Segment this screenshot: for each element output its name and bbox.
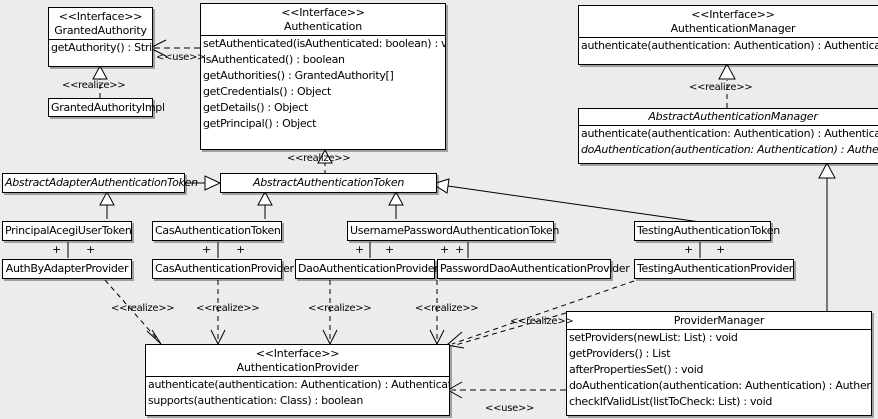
operation: setAuthenticated(isAuthenticated: boolea…: [203, 37, 445, 50]
edge-label-realize-abstract-authentication-manager: <<realize>>: [689, 82, 753, 93]
operation: supports(authentication: Class) : boolea…: [148, 394, 364, 407]
class-box-cas-authentication-token[interactable]: CasAuthenticationToken: [152, 221, 282, 241]
operations-compartment: authenticate(authentication: Authenticat…: [146, 376, 449, 409]
operation: authenticate(authentication: Authenticat…: [148, 378, 449, 391]
association-marker-plus: +: [52, 243, 62, 256]
class-box-abstract-authentication-manager[interactable]: AbstractAuthenticationManager authentica…: [578, 108, 878, 164]
class-box-authentication-manager[interactable]: <<Interface>> AuthenticationManager auth…: [578, 5, 878, 65]
class-header: <<Interface>> AuthenticationProvider: [146, 345, 449, 376]
association-marker-plus: +: [355, 243, 365, 256]
operation: authenticate(authentication: Authenticat…: [581, 127, 878, 140]
operation: doAuthentication(authentication: Authent…: [581, 143, 878, 156]
operation: getAuthority() : String: [51, 41, 152, 54]
class-header: AbstractAuthenticationManager: [579, 109, 878, 125]
operation: setProviders(newList: List) : void: [569, 331, 738, 344]
class-box-testing-authentication-provider[interactable]: TestingAuthenticationProvider: [634, 259, 794, 279]
operation: getAuthorities() : GrantedAuthority[]: [203, 69, 394, 82]
operation: getDetails() : Object: [203, 101, 309, 114]
class-header: <<Interface>> GrantedAuthority: [49, 8, 152, 39]
class-stereotype: <<Interface>>: [281, 6, 365, 19]
class-box-password-dao-authentication-provider[interactable]: PasswordDaoAuthenticationProvider: [437, 259, 630, 279]
edge-label-realize-abstract-authentication-token: <<realize>>: [287, 153, 351, 164]
operation: getPrincipal() : Object: [203, 117, 317, 130]
association-marker-plus: +: [684, 243, 694, 256]
operation: afterPropertiesSet() : void: [569, 363, 704, 376]
class-stereotype: <<Interface>>: [691, 8, 775, 21]
operation: checkIfValidList(listToCheck: List) : vo…: [569, 395, 773, 408]
class-name: PasswordDaoAuthenticationProvider: [440, 262, 630, 275]
class-box-cas-authentication-provider[interactable]: CasAuthenticationProvider: [152, 259, 294, 279]
class-name: AbstractAuthenticationToken: [252, 176, 405, 189]
edge-label-realize-password-dao-authentication-provider: <<realize>>: [415, 303, 479, 314]
class-name: PrincipalAcegiUserToken: [5, 224, 132, 237]
class-stereotype: <<Interface>>: [255, 347, 340, 360]
association-marker-plus: +: [716, 243, 726, 256]
class-name: TestingAuthenticationProvider: [637, 262, 794, 275]
class-box-authentication-provider[interactable]: <<Interface>> AuthenticationProvider aut…: [145, 344, 450, 416]
operations-compartment: setAuthenticated(isAuthenticated: boolea…: [201, 35, 445, 132]
operation: isAuthenticated() : boolean: [203, 53, 345, 66]
class-box-principal-acegi-user-token[interactable]: PrincipalAcegiUserToken: [2, 221, 132, 241]
class-name: AuthByAdapterProvider: [5, 262, 129, 275]
operation: authenticate(authentication: Authenticat…: [581, 39, 878, 52]
association-marker-plus: +: [455, 243, 465, 256]
class-name: CasAuthenticationToken: [155, 224, 281, 237]
operations-compartment: setProviders(newList: List) : void getPr…: [567, 329, 871, 410]
edge-label-realize-cas-authentication-provider: <<realize>>: [196, 303, 260, 314]
class-name: AuthenticationManager: [670, 22, 796, 35]
association-marker-plus: +: [440, 243, 450, 256]
class-box-username-password-authentication-token[interactable]: UsernamePasswordAuthenticationToken: [347, 221, 560, 241]
edge-label-use-provider-manager: <<use>>: [485, 403, 535, 414]
class-stereotype: <<Interface>>: [58, 10, 143, 23]
class-name: GrantedAuthorityImpl: [51, 101, 165, 114]
class-header: ProviderManager: [567, 312, 871, 329]
class-box-granted-authority-impl[interactable]: GrantedAuthorityImpl: [48, 98, 165, 117]
operations-compartment: authenticate(authentication: Authenticat…: [579, 125, 878, 158]
operation: doAuthentication(authentication: Authent…: [569, 379, 871, 392]
class-name: TestingAuthenticationToken: [637, 224, 780, 237]
class-box-testing-authentication-token[interactable]: TestingAuthenticationToken: [634, 221, 780, 241]
class-name: DaoAuthenticationProvider: [298, 262, 439, 275]
edge-label-realize-dao-authentication-provider: <<realize>>: [308, 303, 372, 314]
class-box-authentication[interactable]: <<Interface>> Authentication setAuthenti…: [200, 3, 446, 150]
association-marker-plus: +: [202, 243, 212, 256]
edge-label-realize-provider-manager: <<realize>>: [510, 316, 574, 327]
class-header: <<Interface>> AuthenticationManager: [579, 6, 878, 37]
edge-label-use-granted-authority: <<use>>: [156, 52, 206, 63]
class-box-dao-authentication-provider[interactable]: DaoAuthenticationProvider: [295, 259, 439, 279]
operations-compartment: authenticate(authentication: Authenticat…: [579, 37, 878, 54]
class-name: GrantedAuthority: [54, 24, 147, 37]
class-name: CasAuthenticationProvider: [155, 262, 294, 275]
class-name: UsernamePasswordAuthenticationToken: [350, 224, 560, 237]
edge-label-realize-granted-authority-impl: <<realize>>: [62, 80, 126, 91]
association-marker-plus: +: [236, 243, 246, 256]
operation: getCredentials() : Object: [203, 85, 332, 98]
class-box-auth-by-adapter-provider[interactable]: AuthByAdapterProvider: [2, 259, 132, 279]
operations-compartment: getAuthority() : String: [49, 39, 152, 56]
class-box-granted-authority[interactable]: <<Interface>> GrantedAuthority getAuthor…: [48, 7, 153, 67]
association-marker-plus: +: [385, 243, 395, 256]
class-name: AuthenticationProvider: [236, 361, 359, 374]
operation: getProviders() : List: [569, 347, 671, 360]
edge-label-realize-auth-by-adapter-provider: <<realize>>: [111, 303, 175, 314]
class-name: AbstractAdapterAuthenticationToken: [5, 176, 198, 189]
class-box-provider-manager[interactable]: ProviderManager setProviders(newList: Li…: [566, 311, 872, 416]
class-name: Authentication: [284, 20, 362, 33]
class-name: AbstractAuthenticationManager: [648, 110, 818, 123]
class-name: ProviderManager: [673, 314, 765, 327]
association-marker-plus: +: [86, 243, 96, 256]
class-header: <<Interface>> Authentication: [201, 4, 445, 35]
class-box-abstract-adapter-authentication-token[interactable]: AbstractAdapterAuthenticationToken: [2, 173, 198, 193]
class-box-abstract-authentication-token[interactable]: AbstractAuthenticationToken: [220, 173, 437, 193]
